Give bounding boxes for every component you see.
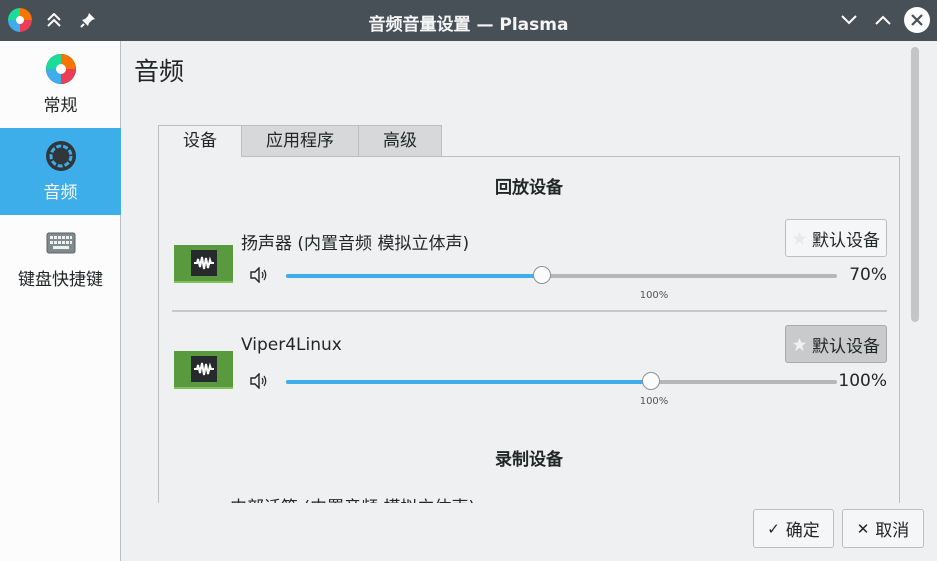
sidebar-item-audio[interactable]: 音频 (0, 128, 121, 215)
chevron-down-icon (841, 15, 857, 25)
keyboard-icon (46, 232, 75, 254)
speaker-volume-icon[interactable] (250, 267, 268, 283)
playback-section-title: 回放设备 (495, 178, 563, 198)
ok-button[interactable]: ✓ 确定 (753, 509, 834, 548)
window-title: 音频音量设置 — Plasma (368, 15, 569, 35)
title-bar: 音频音量设置 — Plasma (0, 0, 937, 41)
scrollbar[interactable] (911, 47, 919, 322)
tab-advanced[interactable]: 高级 (358, 125, 442, 156)
minimize-button[interactable] (837, 8, 861, 32)
pin-icon (80, 13, 95, 28)
star-icon (792, 337, 807, 351)
volume-slider[interactable] (286, 266, 837, 284)
tab-devices[interactable]: 设备 (158, 125, 242, 157)
close-button[interactable] (904, 7, 930, 33)
volume-percent: 70% (849, 265, 887, 285)
audio-card-icon (174, 245, 233, 283)
sidebar-item-shortcuts[interactable]: 键盘快捷键 (0, 215, 121, 302)
playback-device-viper4linux: Viper4Linux 默认设备 100% 100% (159, 321, 899, 416)
page-title: 音频 (134, 57, 185, 86)
device-name: Viper4Linux (241, 335, 342, 355)
volume-slider-fill (286, 274, 542, 278)
tab-applications[interactable]: 应用程序 (241, 125, 359, 156)
volume-slider-handle[interactable] (642, 372, 661, 390)
device-divider (172, 310, 887, 312)
volume-slider[interactable] (286, 372, 837, 390)
check-icon: ✓ (767, 519, 780, 538)
recording-section-title: 录制设备 (495, 450, 563, 470)
set-default-button[interactable]: 默认设备 (785, 219, 887, 257)
sidebar-item-label: 键盘快捷键 (18, 270, 103, 290)
recording-device-name: 内部话筒 (内置音频 模拟立体声) (230, 493, 475, 503)
tab-bar: 设备 应用程序 高级 (158, 125, 442, 157)
sidebar-item-label: 常规 (43, 96, 78, 116)
cancel-label: 取消 (875, 521, 910, 541)
audio-ring-icon (45, 141, 76, 171)
volume-slider-handle[interactable] (532, 266, 551, 284)
volume-slider-fill (286, 380, 652, 384)
star-icon (792, 231, 807, 245)
sidebar-item-label: 音频 (43, 183, 78, 203)
speaker-volume-icon[interactable] (250, 373, 268, 389)
x-icon: ✕ (856, 519, 870, 538)
device-name: 扬声器 (内置音频 模拟立体声) (241, 234, 470, 254)
ok-label: 确定 (785, 521, 820, 541)
pin-button[interactable] (76, 8, 100, 32)
keep-above-button[interactable] (42, 8, 66, 32)
sidebar: 常规 音频 键盘快捷键 (0, 41, 121, 561)
set-default-label: 默认设备 (812, 230, 880, 251)
set-default-label: 默认设备 (812, 336, 880, 357)
playback-device-speaker: 扬声器 (内置音频 模拟立体声) 默认设备 70% 100% (159, 215, 899, 310)
chevron-up-icon (875, 15, 891, 25)
close-icon (911, 14, 923, 26)
cancel-button[interactable]: ✕ 取消 (842, 509, 924, 548)
volume-percent: 100% (838, 371, 887, 391)
volume-100-mark: 100% (639, 396, 669, 407)
plasma-icon (45, 54, 76, 84)
devices-panel: 回放设备 扬声器 (内置音频 模拟立体声) 默认设备 70% 100% Vipe… (158, 156, 900, 503)
double-chevron-up-icon (47, 13, 61, 27)
plasma-app-icon[interactable] (7, 7, 33, 33)
audio-card-icon (174, 351, 233, 389)
sidebar-item-general[interactable]: 常规 (0, 41, 121, 128)
volume-100-mark: 100% (639, 290, 669, 301)
maximize-button[interactable] (871, 8, 895, 32)
set-default-button[interactable]: 默认设备 (785, 325, 887, 363)
